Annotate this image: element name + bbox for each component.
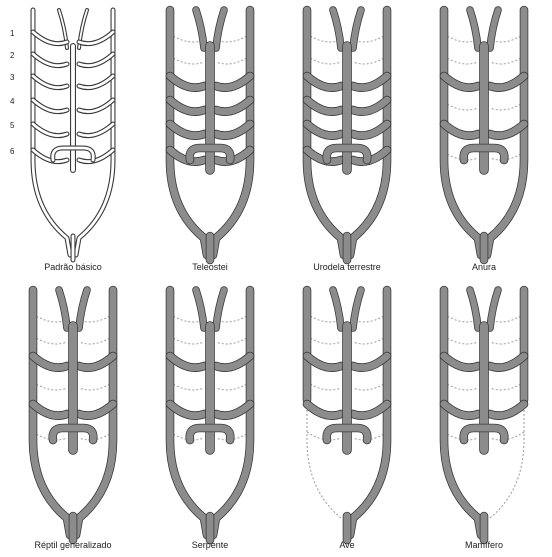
panel-reptile: Réptil generalizado <box>33 290 113 550</box>
regressed-arch-right-2 <box>216 56 250 64</box>
arch-number-2: 2 <box>10 51 15 60</box>
panel-label-anura: Anura <box>472 262 496 272</box>
regressed-arch-left-2 <box>307 56 341 64</box>
regressed-arch-left-2 <box>307 336 341 344</box>
regressed-arch-right-2 <box>79 336 113 344</box>
regressed-arch-left-4 <box>33 382 67 390</box>
regressed-arch-left-4 <box>444 382 478 390</box>
arch-number-5: 5 <box>10 121 15 130</box>
regressed-arch-left-2 <box>170 56 204 64</box>
arch-number-1: 1 <box>10 29 15 38</box>
arch-number-labels: 1 2 3 4 5 6 <box>10 29 15 156</box>
regressed-arch-right-2 <box>490 336 524 344</box>
arch-number-6: 6 <box>10 147 15 156</box>
regressed-arch-right-2 <box>353 56 387 64</box>
panel-label-urodela: Urodela terrestre <box>313 262 381 272</box>
arch-number-3: 3 <box>10 73 15 82</box>
panels-group: Padrão básicoTeleosteiUrodela terrestreA… <box>33 10 524 550</box>
regressed-arch-right-4 <box>79 382 113 390</box>
regressed-arch-left-4 <box>170 382 204 390</box>
regressed-arch-right-4 <box>216 382 250 390</box>
panel-label-reptile: Réptil generalizado <box>34 540 111 550</box>
regressed-arch-right-4 <box>490 102 524 110</box>
panel-anura: Anura <box>444 10 524 272</box>
arch-number-4: 4 <box>10 97 15 106</box>
panel-label-snake: Serpente <box>192 540 229 550</box>
panel-teleost: Teleostei <box>170 10 250 272</box>
regressed-arch-left-2 <box>33 336 67 344</box>
panel-label-bird: Ave <box>339 540 354 550</box>
regressed-arch-left-2 <box>444 56 478 64</box>
regressed-arch-right-2 <box>490 56 524 64</box>
panel-label-mammal: Mamífero <box>465 540 503 550</box>
panel-urodela: Urodela terrestre <box>307 10 387 272</box>
regressed-arch-right-2 <box>353 336 387 344</box>
panel-label-teleost: Teleostei <box>192 262 228 272</box>
panel-mammal: Mamífero <box>444 290 524 550</box>
panel-label-basic: Padrão básico <box>44 262 102 272</box>
regressed-arch-left-2 <box>170 336 204 344</box>
panel-snake: Serpente <box>170 290 250 550</box>
panel-bird: Ave <box>307 290 387 550</box>
regressed-arch-right-2 <box>216 336 250 344</box>
regressed-arch-left-2 <box>444 336 478 344</box>
regressed-arch-left-4 <box>444 102 478 110</box>
regressed-arch-right-4 <box>353 382 387 390</box>
regressed-arch-left-4 <box>307 382 341 390</box>
panel-basic: Padrão básico <box>33 10 113 272</box>
regressed-arch-right-4 <box>490 382 524 390</box>
